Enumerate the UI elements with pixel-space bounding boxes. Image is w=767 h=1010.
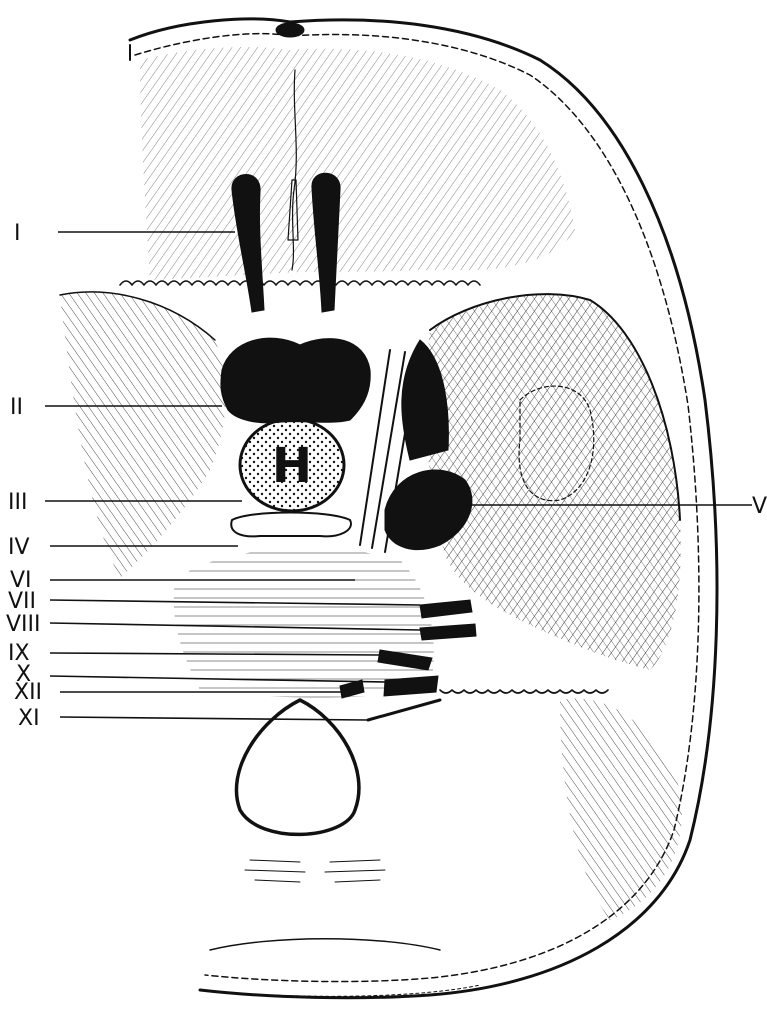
pituitary-fossa: H xyxy=(240,419,344,511)
label-IV: IV xyxy=(8,535,30,560)
dorsum-sellae xyxy=(231,513,351,537)
label-XI: XI xyxy=(18,706,40,731)
label-XII: XII xyxy=(14,680,42,705)
leader-line-XI xyxy=(60,717,368,720)
label-II: II xyxy=(10,395,23,420)
label-I: I xyxy=(14,221,21,246)
label-VIII: VIII xyxy=(6,612,41,637)
label-VII: VII xyxy=(8,589,36,614)
anterior-fossa xyxy=(120,47,575,285)
occipital-region xyxy=(200,860,480,996)
lesser-wing-left xyxy=(60,292,226,578)
clivus xyxy=(174,548,434,697)
pituitary-label: H xyxy=(272,438,312,494)
label-V: V xyxy=(752,494,767,519)
label-III: III xyxy=(8,490,27,515)
petrous-ridge xyxy=(440,690,682,920)
